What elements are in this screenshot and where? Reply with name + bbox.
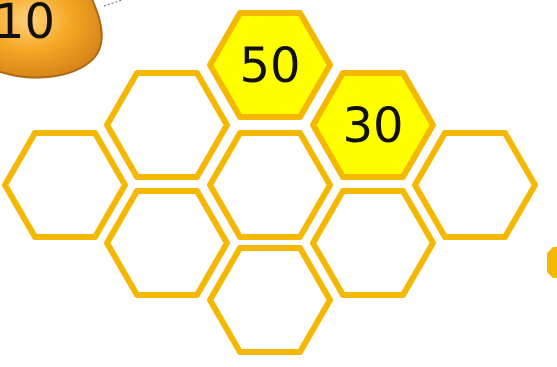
hex-cell[interactable]	[313, 191, 433, 295]
hex-cell[interactable]	[5, 133, 125, 237]
hex-cell-shape[interactable]	[210, 248, 330, 352]
hex-cell-shape[interactable]	[107, 191, 227, 295]
hex-cell-shape[interactable]	[5, 133, 125, 237]
hex-cell-shape[interactable]	[313, 191, 433, 295]
hex-cell-value: 30	[342, 98, 403, 154]
side-tile[interactable]	[547, 247, 557, 278]
hex-cell-shape[interactable]	[107, 73, 227, 177]
connector-dots	[104, 0, 122, 6]
hex-cell-shape[interactable]	[210, 133, 330, 237]
hex-cell[interactable]	[107, 73, 227, 177]
hex-cell[interactable]	[210, 133, 330, 237]
hex-cell[interactable]: 50	[210, 13, 330, 117]
score-orb: 10	[0, 0, 102, 77]
hex-cell-value: 50	[239, 38, 300, 94]
hex-cell[interactable]	[107, 191, 227, 295]
hex-cell[interactable]: 30	[313, 73, 433, 177]
score-orb-value: 10	[0, 0, 55, 50]
hex-cell[interactable]	[415, 133, 535, 237]
hex-cell-shape[interactable]	[415, 133, 535, 237]
hex-cell[interactable]	[210, 248, 330, 352]
